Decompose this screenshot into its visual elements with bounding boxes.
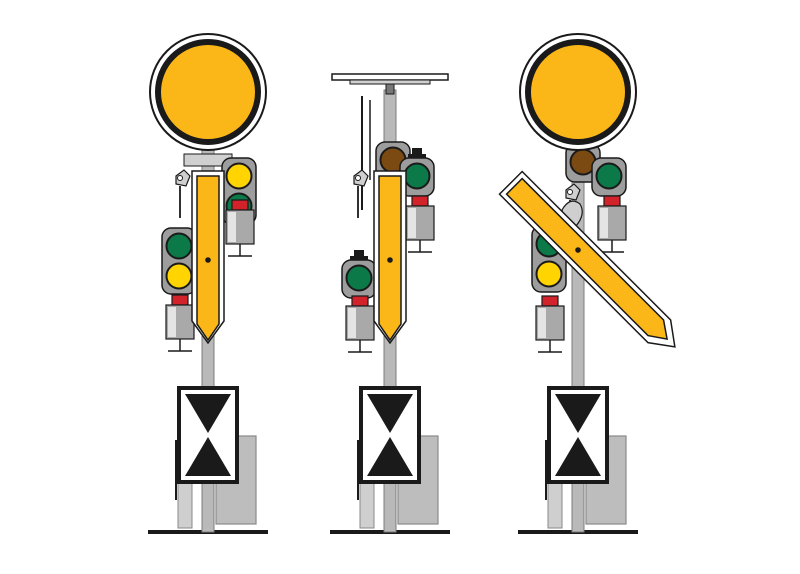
board-x-bottom	[185, 437, 231, 476]
relay-highlight	[168, 307, 176, 337]
disc-face	[155, 39, 261, 145]
lamp-green	[403, 162, 431, 190]
relay-red-cap	[603, 195, 621, 207]
lamp-green	[595, 162, 623, 190]
linkage-pin	[355, 175, 361, 181]
signal-right	[498, 33, 676, 534]
linkage-left	[353, 169, 369, 218]
lamp-housing-lower	[341, 259, 377, 299]
lamp-green	[345, 264, 373, 292]
lamp-green	[165, 232, 193, 260]
hat-crown	[354, 250, 364, 256]
relay-lower	[535, 295, 565, 353]
board-x-top	[185, 394, 231, 433]
wing	[373, 170, 407, 345]
board-x-top	[555, 394, 601, 433]
relay-highlight	[538, 308, 546, 338]
lamp-housing-lower	[161, 227, 197, 295]
relay-highlight	[408, 208, 416, 238]
disc-hub	[385, 83, 395, 95]
relay-red-cap	[171, 294, 189, 306]
relay-upper	[597, 195, 627, 253]
signal-middle	[330, 73, 450, 534]
wing	[191, 170, 225, 345]
relay-upper	[405, 195, 435, 253]
relay-lower	[165, 294, 195, 352]
relay-red-cap	[351, 295, 369, 307]
disc-edge	[331, 73, 449, 81]
folded-disc	[331, 73, 449, 95]
wing-pivot	[575, 247, 581, 253]
cross-board	[177, 386, 239, 484]
relay-red-cap	[541, 295, 559, 307]
hat-lower	[350, 250, 368, 260]
lamp-yellow	[165, 262, 193, 290]
linkage-left	[175, 169, 191, 218]
relay-red-cap	[231, 199, 249, 211]
relay-lower	[345, 295, 375, 353]
relay-highlight	[348, 308, 356, 338]
wing-pivot	[205, 257, 211, 263]
relay-highlight	[228, 212, 236, 242]
wing-pivot	[387, 257, 393, 263]
relay-red-cap	[411, 195, 429, 207]
disc-bracket	[349, 79, 431, 85]
cross-board	[547, 386, 609, 484]
board-x-bottom	[555, 437, 601, 476]
disc	[149, 33, 267, 151]
relay-upper	[225, 199, 255, 257]
wing-body	[505, 177, 669, 341]
linkage-pin	[567, 189, 573, 195]
lamp-yellow	[225, 162, 253, 190]
hat-upper	[408, 148, 426, 158]
linkage-pin	[177, 175, 183, 181]
disc	[519, 33, 637, 151]
signal-left	[148, 33, 268, 534]
cross-board	[359, 386, 421, 484]
board-x-bottom	[367, 437, 413, 476]
hat-crown	[412, 148, 422, 154]
wing	[498, 170, 676, 348]
hat-brim	[350, 256, 368, 260]
board-x-top	[367, 394, 413, 433]
lamp-housing-upper	[591, 157, 627, 197]
relay-highlight	[600, 208, 608, 238]
disc-face	[525, 39, 631, 145]
hat-brim	[408, 154, 426, 158]
lamp-yellow	[535, 260, 563, 288]
